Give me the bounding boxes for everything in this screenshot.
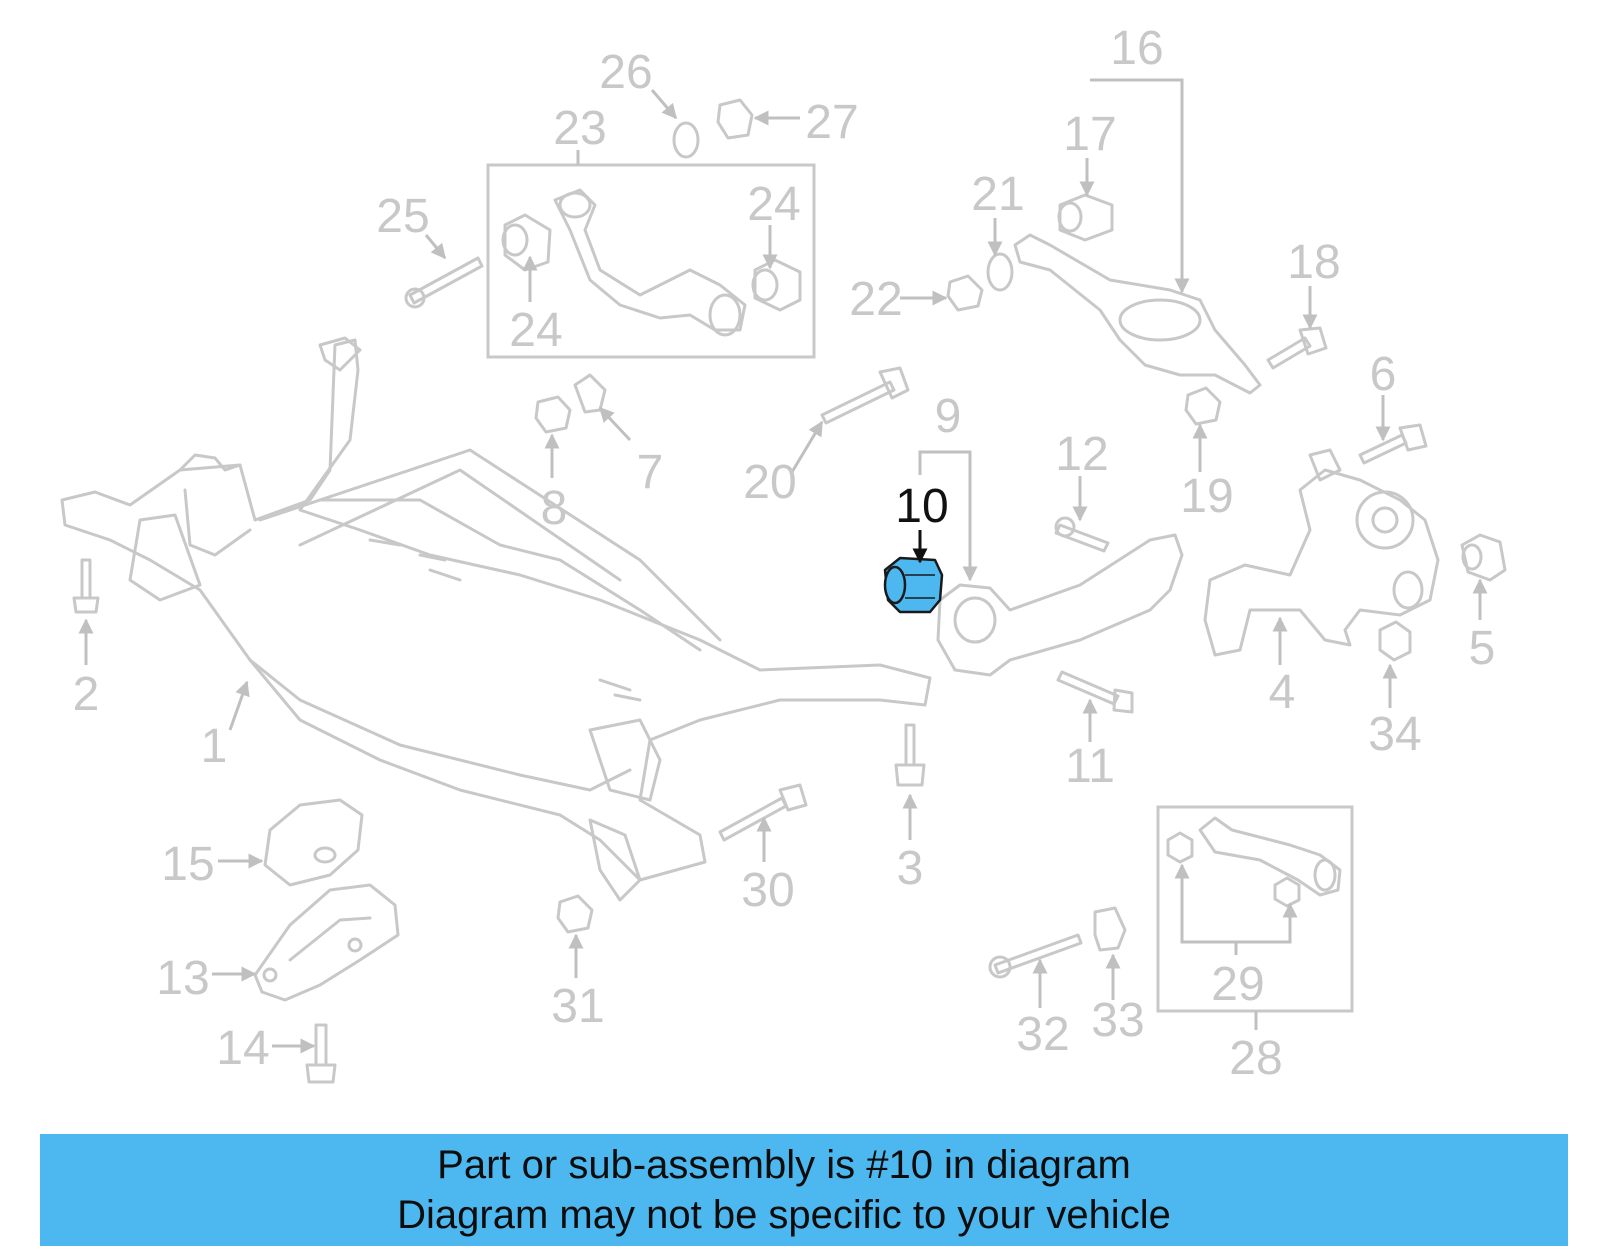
callout-29: 29 <box>1211 958 1264 1011</box>
bushing-10-highlighted[interactable] <box>883 556 944 614</box>
callout-19: 19 <box>1180 470 1233 523</box>
bolt-20[interactable] <box>820 366 910 425</box>
bushing-24-right[interactable] <box>751 258 802 312</box>
callout-32: 32 <box>1016 1008 1069 1061</box>
bolt-18[interactable] <box>1266 326 1328 370</box>
bolt-3[interactable] <box>894 723 926 787</box>
callout-11: 11 <box>1065 740 1115 793</box>
bushing-5[interactable] <box>1460 533 1507 582</box>
callout-8: 8 <box>541 482 568 535</box>
callout-21: 21 <box>971 168 1024 221</box>
callout-27: 27 <box>805 96 858 149</box>
info-banner: Part or sub-assembly is #10 in diagram D… <box>40 1134 1568 1246</box>
knuckle-4[interactable] <box>1203 448 1440 657</box>
bolt-11[interactable] <box>1056 670 1134 714</box>
callout-23: 23 <box>553 102 606 155</box>
callout-3: 3 <box>897 842 924 895</box>
bolt-2[interactable] <box>72 558 100 614</box>
lower-control-arm-16[interactable] <box>1013 233 1262 395</box>
callout-13: 13 <box>156 952 209 1005</box>
banner-line-part-number: Part or sub-assembly is #10 in diagram <box>437 1143 1131 1187</box>
callout-14: 14 <box>216 1022 269 1075</box>
callout-12: 12 <box>1055 428 1108 481</box>
callout-4: 4 <box>1269 666 1296 719</box>
callout-17: 17 <box>1063 108 1116 161</box>
callout-18: 18 <box>1287 236 1340 289</box>
callout-28: 28 <box>1229 1032 1282 1085</box>
nut-22[interactable] <box>946 274 984 312</box>
bolt-32[interactable] <box>988 933 1083 979</box>
callout-7: 7 <box>637 446 664 499</box>
callout-2: 2 <box>73 668 100 721</box>
callout-22: 22 <box>849 273 902 326</box>
upper-arm-assembly-box <box>486 163 816 359</box>
nut-8[interactable] <box>534 395 572 434</box>
bracket-13[interactable] <box>253 883 400 1002</box>
callout-5: 5 <box>1469 622 1496 675</box>
leader-lines <box>78 78 1488 1054</box>
callout-33: 33 <box>1091 994 1144 1047</box>
nut-19[interactable] <box>1184 386 1222 426</box>
bushing-17[interactable] <box>1057 193 1114 242</box>
bracket-33[interactable] <box>1093 906 1127 952</box>
bolt-6[interactable] <box>1358 423 1428 465</box>
arm-28[interactable] <box>1198 816 1342 897</box>
bracket-7[interactable] <box>573 373 607 414</box>
nut-34[interactable] <box>1378 620 1412 662</box>
callout-24-right: 24 <box>747 178 800 231</box>
o-ring-21[interactable] <box>986 252 1014 292</box>
bushing-29-right[interactable] <box>1273 876 1301 908</box>
callout-20: 20 <box>743 456 796 509</box>
trailing-arm-9[interactable] <box>936 533 1184 677</box>
nut-31[interactable] <box>556 894 594 934</box>
bolt-30[interactable] <box>718 783 808 842</box>
o-ring-26[interactable] <box>672 121 700 159</box>
callout-31: 31 <box>551 980 604 1033</box>
callout-10-active: 10 <box>895 480 948 533</box>
callout-24-left: 24 <box>509 304 562 357</box>
upper-control-arm[interactable] <box>553 188 747 337</box>
callout-6: 6 <box>1370 348 1397 401</box>
bolt-14[interactable] <box>305 1023 337 1084</box>
callout-25: 25 <box>376 190 429 243</box>
callout-1: 1 <box>201 720 228 773</box>
bolt-12[interactable] <box>1054 516 1110 553</box>
callout-labels: 1 2 3 4 5 6 7 8 9 10 11 12 13 14 15 16 1… <box>73 22 1496 1085</box>
callout-16: 16 <box>1110 22 1163 75</box>
bushing-29-left[interactable] <box>1166 831 1194 864</box>
callout-34: 34 <box>1368 708 1421 761</box>
callout-30: 30 <box>741 864 794 917</box>
bushing-24-left[interactable] <box>501 213 552 272</box>
banner-line-disclaimer: Diagram may not be specific to your vehi… <box>397 1193 1171 1237</box>
bolt-25[interactable] <box>404 256 484 309</box>
rear-subframe-part-1[interactable] <box>60 336 932 902</box>
callout-15: 15 <box>161 838 214 891</box>
callout-9: 9 <box>935 390 962 443</box>
nut-27[interactable] <box>716 98 754 140</box>
callout-26: 26 <box>599 46 652 99</box>
mount-15[interactable] <box>263 798 364 887</box>
